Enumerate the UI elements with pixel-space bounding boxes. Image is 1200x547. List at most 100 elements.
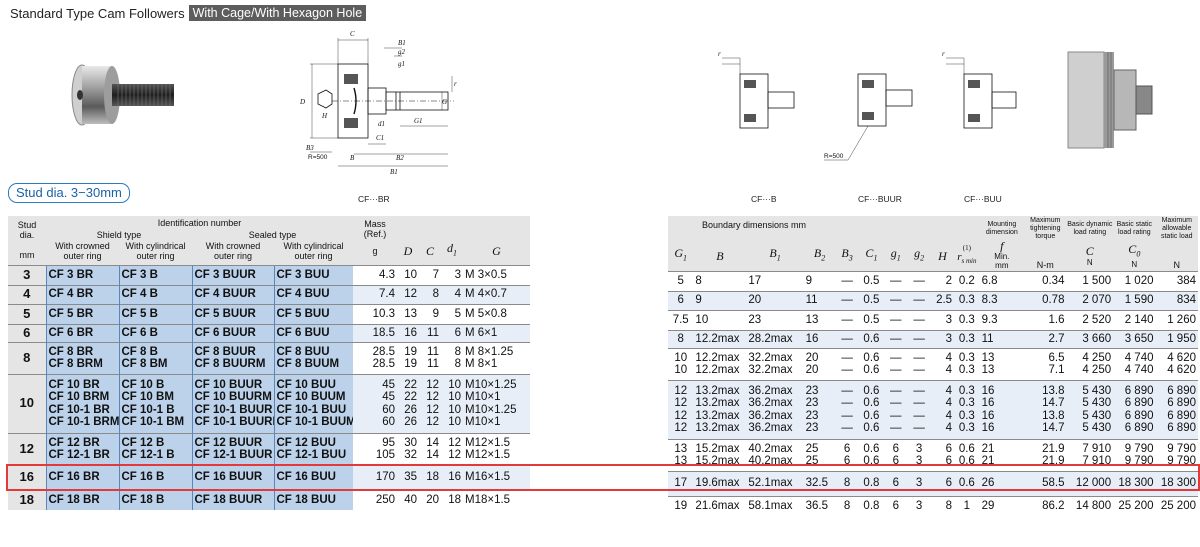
g2-value: — [913, 332, 925, 345]
B-value: 13.2max [695, 421, 740, 434]
G-cell: M 3×0.5 [463, 264, 530, 285]
g1-cell: —— [884, 347, 908, 380]
d1-value: 10 [448, 391, 461, 404]
G-value: M10×1.25 [465, 403, 517, 416]
g1-cell: — [884, 270, 908, 291]
B2-value: 32.5 [805, 477, 829, 490]
ident-cell: CF 18 BUUR [191, 489, 274, 510]
ident-cell: CF 3 B [118, 264, 192, 285]
G-value: M10×1 [465, 415, 501, 428]
ident-value: CF 6 BR [48, 326, 94, 339]
dim-label-D: D [299, 98, 305, 106]
B3-cell: — [835, 270, 859, 291]
C-cell: 3 660 [1066, 329, 1114, 348]
C0-cell: 3 650 [1113, 329, 1156, 348]
caption-buur: CF···BUUR [858, 194, 902, 204]
D-value: 32 [404, 449, 417, 461]
g2-value: — [913, 409, 925, 422]
T-value: 58.5 [1042, 477, 1065, 490]
T-value: 86.2 [1042, 500, 1065, 513]
D-value: 30 [404, 436, 417, 449]
r-value: 0.3 [958, 385, 975, 398]
ident-value: CF 18 B [121, 494, 165, 507]
ident-cell: CF 5 BUU [273, 303, 353, 324]
G1-value: 5 [677, 274, 684, 287]
r-value: 0.2 [958, 274, 975, 287]
C-value: 5 430 [1082, 421, 1112, 434]
dim-label-B1: B1 [390, 168, 398, 176]
g1-value: — [890, 313, 902, 326]
head-C1: C1 [858, 241, 885, 271]
g2-value: — [913, 421, 925, 434]
section-drawing-buur: R=500 [824, 73, 913, 161]
g2-value: — [913, 294, 925, 307]
f-value: 11 [981, 332, 994, 345]
C-cell: 20 [419, 489, 441, 510]
C0-cell: 1 020 [1113, 270, 1156, 291]
ident-cell: CF 3 BR [45, 264, 119, 285]
g1-cell: ———— [884, 379, 908, 439]
d1-cell: 16 [441, 464, 463, 490]
M-value: 6 890 [1167, 385, 1196, 398]
G-value: M 8×1.25 [465, 345, 514, 358]
g2-value: 3 [915, 477, 923, 490]
head-B2: B2 [803, 241, 836, 271]
G1-value: 12 [674, 397, 688, 410]
T-cell: 2.7 [1024, 329, 1067, 348]
r-cell: 0.6 [954, 470, 980, 496]
d1-value: 12 [448, 436, 461, 449]
g2-value: — [913, 385, 925, 398]
g2-cell: 3 [907, 495, 931, 516]
ident-value: CF 10-1 BRM [48, 415, 120, 428]
f-cell: 8.3 [979, 290, 1025, 310]
H-cell: 8 [930, 495, 955, 516]
H-value: 8 [945, 500, 953, 513]
M-cell: 834 [1155, 290, 1198, 310]
ident-cell: CF 6 B [118, 323, 192, 342]
title-badge: With Cage/With Hexagon Hole [188, 5, 367, 21]
r-value: 0.6 [958, 442, 975, 455]
d1-value: 3 [454, 268, 461, 281]
cam-follower-photo [71, 64, 174, 126]
g1-value: — [890, 409, 902, 422]
C-value: 12 [426, 391, 439, 404]
mounting-photo [1067, 51, 1153, 149]
C1-value: 0.6 [863, 385, 880, 398]
ident-value: CF 10-1 B [121, 403, 175, 416]
f-value: 29 [981, 500, 995, 513]
mass-value: 18.5 [372, 326, 395, 339]
ident-cell: CF 16 BUUR [191, 464, 274, 490]
ident-cell: CF 4 B [118, 284, 192, 304]
r-cell: 0.2 [954, 270, 980, 291]
H-value: 3 [945, 313, 953, 326]
B1-value: 32.2max [748, 364, 793, 376]
B-value: 8 [695, 274, 702, 287]
C-cell: 12 000 [1066, 470, 1114, 496]
B1-cell: 23 [746, 309, 804, 330]
C-value: 5 430 [1082, 409, 1112, 422]
mass-value: 7.4 [379, 288, 395, 301]
caption-br: CF···BR [358, 194, 390, 204]
mass-cell: 18.5 [353, 323, 397, 342]
B1-value: 36.2max [748, 397, 793, 410]
ident-value: CF 12-1 B [121, 449, 175, 461]
C0-value: 4 740 [1124, 364, 1154, 376]
D-cell: 40 [397, 489, 419, 510]
dim-label-H: H [321, 112, 328, 120]
d1-cell: 3 [441, 264, 463, 285]
H-value: 4 [945, 364, 953, 376]
stud-dia-cell: 4 [8, 284, 46, 304]
